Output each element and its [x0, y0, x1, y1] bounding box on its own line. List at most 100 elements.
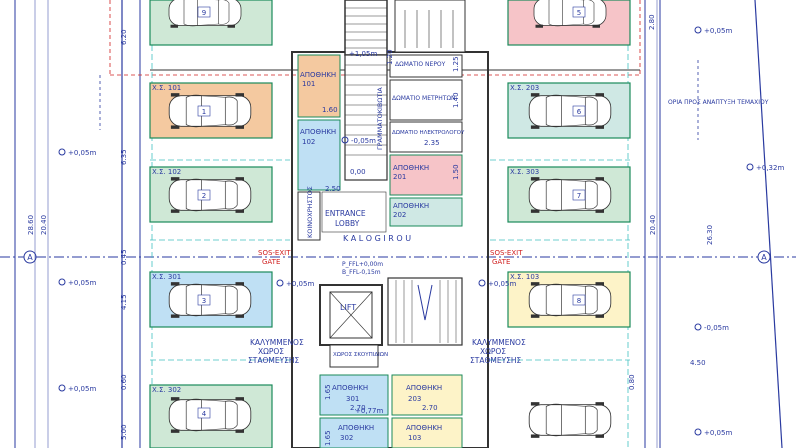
svg-text:+0,05m: +0,05m [68, 279, 96, 287]
parking-bay-2: 2 Χ.Σ. 102 [149, 166, 273, 223]
svg-text:1.60: 1.60 [322, 106, 338, 114]
storage-number: 103 [408, 434, 421, 442]
storage-name: ΑΠΟΘΗΚΗ [406, 384, 442, 392]
core-walls [291, 0, 489, 448]
bay-number: 9 [202, 9, 206, 17]
bay-label: Χ.Σ. 102 [152, 168, 181, 176]
bay-number: 3 [202, 297, 206, 305]
storage-number: 202 [393, 211, 406, 219]
tenant-room-label: ΚΟΙΝΟΧΡΗΣΤΟΣ [306, 186, 314, 238]
storage-201: ΑΠΟΘΗΚΗ 201 [389, 154, 463, 196]
covered-left-2: ΧΩΡΟΣ [258, 347, 284, 356]
svg-text:1.65: 1.65 [324, 384, 332, 400]
storage-102: ΑΠΟΘΗΚΗ 102 [297, 119, 341, 191]
storage-number: 102 [302, 138, 315, 146]
mailboxes-label: ΓΡΑΜΜΑΤΟΚΙΒΩΤΙΑ [376, 87, 384, 150]
storage-202: ΑΠΟΘΗΚΗ 202 [389, 197, 463, 227]
entrance-lobby: ENTRANCE LOBBY [321, 191, 387, 233]
storage-number: 101 [302, 80, 315, 88]
svg-text:4.50: 4.50 [690, 359, 706, 367]
storage-name: ΑΠΟΘΗΚΗ [393, 164, 429, 172]
svg-text:+0,32m: +0,32m [756, 164, 784, 172]
svg-text:28.60: 28.60 [27, 215, 35, 235]
parking-bay-1: 1 Χ.Σ. 101 [149, 82, 273, 139]
storage-302: ΑΠΟΘΗΚΗ 302 [319, 417, 389, 448]
svg-text:6.35: 6.35 [120, 149, 128, 165]
storage-name: ΑΠΟΘΗΚΗ [406, 424, 442, 432]
bay-number: 2 [202, 192, 206, 200]
axis-marker-right: A [757, 250, 771, 264]
storage-number: 201 [393, 173, 406, 181]
bay-number: 8 [577, 297, 581, 305]
storage-number: 302 [340, 434, 353, 442]
bay-number: 5 [577, 9, 581, 17]
svg-text:-0,05m: -0,05m [351, 137, 376, 145]
svg-text:2.70: 2.70 [350, 404, 366, 412]
svg-text:0.80: 0.80 [628, 374, 636, 390]
svg-text:2.50: 2.50 [325, 185, 341, 193]
svg-text:1.20: 1.20 [386, 49, 394, 65]
sos-exit-left: SOS-EXIT [258, 249, 291, 257]
svg-text:0.60: 0.60 [120, 374, 128, 390]
svg-text:1.50: 1.50 [452, 164, 460, 180]
parking-bay-7: 7 Χ.Σ. 303 [507, 166, 631, 223]
covered-left-3: ΣΤΑΘΜΕΥΣΗΣ [248, 356, 300, 365]
parking-bay-5: 5 [507, 0, 631, 46]
bay-label: Χ.Σ. 203 [510, 84, 539, 92]
storage-number: 203 [408, 395, 421, 403]
svg-text:A: A [27, 253, 33, 262]
svg-text:1.25: 1.25 [452, 56, 460, 72]
svg-text:6.20: 6.20 [120, 29, 128, 45]
svg-text:+0,77m: +0,77m [355, 407, 383, 415]
parking-bay-4: 4 Χ.Σ. 302 [149, 384, 273, 448]
water-room-label: ΔΩΜΑΤΙΟ ΝΕΡΟΥ [395, 61, 446, 68]
svg-text:1.65: 1.65 [324, 430, 332, 446]
water-room: ΔΩΜΑΤΙΟ ΝΕΡΟΥ [389, 54, 463, 78]
parking-bay-9: 9 [149, 0, 273, 46]
storage-203: ΑΠΟΘΗΚΗ 203 [391, 374, 463, 416]
bay-number: 7 [577, 192, 581, 200]
ffl-1: P_FFL+0,00m [342, 261, 383, 268]
storage-name: ΑΠΟΘΗΚΗ [393, 202, 429, 210]
svg-text:+0,05m: +0,05m [704, 27, 732, 35]
dimensions: 28.60 20.40 6.20 6.35 4.15 0.45 0.60 5.0… [27, 0, 714, 448]
storage-101: ΑΠΟΘΗΚΗ 101 [297, 54, 341, 118]
bay-label: Χ.Σ. 103 [510, 273, 539, 281]
lobby-label: LOBBY [335, 219, 360, 228]
parking-bay-6: 6 Χ.Σ. 203 [507, 82, 631, 139]
storage-103: ΑΠΟΘΗΚΗ 103 [391, 417, 463, 448]
svg-text:A: A [761, 253, 767, 262]
gate-right: GATE [492, 258, 510, 266]
svg-text:+0,05m: +0,05m [68, 149, 96, 157]
storage-name: ΑΠΟΘΗΚΗ [338, 424, 374, 432]
electric-room-label: ΔΩΜΑΤΙΟ ΗΛΕΚΤΡΟΛΟΓΟΥ [392, 130, 465, 136]
svg-text:0.45: 0.45 [120, 249, 128, 265]
storage-number: 301 [346, 395, 359, 403]
svg-text:5.00: 5.00 [120, 424, 128, 440]
axis-marker-left: A [23, 250, 37, 264]
bay-label: Χ.Σ. 301 [152, 273, 181, 281]
storage-name: ΑΠΟΘΗΚΗ [300, 71, 336, 79]
meters-room-label: ΔΩΜΑΤΙΟ ΜΕΤΡΗΤΩΝ [392, 95, 456, 102]
svg-text:+0,05m: +0,05m [704, 429, 732, 437]
parking-bay-8: 8 Χ.Σ. 103 [507, 271, 631, 328]
svg-text:1.40: 1.40 [452, 92, 460, 108]
covered-right-3: ΣΤΑΘΜΕΥΣΗΣ [470, 356, 522, 365]
ffl-2: B_FFL-0,15m [342, 269, 381, 276]
lift: LIFT [319, 284, 383, 346]
bay-label: Χ.Σ. 101 [152, 84, 181, 92]
bay-label: Χ.Σ. 302 [152, 386, 181, 394]
lift-label: LIFT [340, 303, 356, 312]
svg-text:26.30: 26.30 [706, 225, 714, 245]
tenant-room: ΚΟΙΝΟΧΡΗΣΤΟΣ [297, 186, 321, 241]
storage-name: ΑΠΟΘΗΚΗ [300, 128, 336, 136]
garbage-room: ΧΩΡΟΣ ΣΚΟΥΠΙΔΙΩΝ [329, 344, 388, 368]
svg-text:2.35: 2.35 [424, 139, 440, 147]
sos-exit-right: SOS-EXIT [490, 249, 523, 257]
svg-text:+0,05m: +0,05m [68, 385, 96, 393]
parking-bay-3: 3 Χ.Σ. 301 [149, 271, 273, 328]
svg-text:20.40: 20.40 [649, 215, 657, 235]
electric-room: ΔΩΜΑΤΙΟ ΗΛΕΚΤΡΟΛΟΓΟΥ [389, 121, 465, 153]
kalogirou-label: K A L O G I R O U [343, 234, 411, 243]
